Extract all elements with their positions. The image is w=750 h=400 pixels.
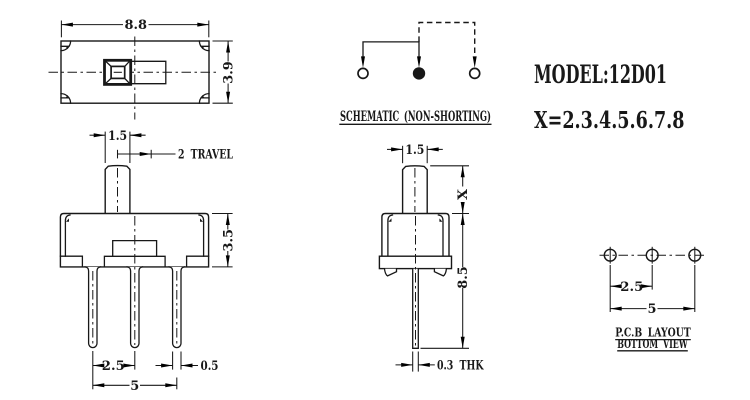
dimension-arrowhead-icon — [129, 133, 142, 138]
side-tab-right — [433, 268, 448, 277]
dim-side-knob-height: X — [430, 165, 471, 215]
front-foot-left — [59, 255, 84, 268]
dim-pcb-span: 5 — [610, 302, 695, 317]
top-view: 8.8 3.9 — [48, 18, 237, 120]
schematic-arrow-right — [472, 56, 477, 68]
dimension-arrowhead-icon — [427, 147, 439, 152]
dimension-arrowhead-icon — [161, 363, 173, 368]
dim-top-width: 8.8 — [60, 18, 210, 38]
dim-front-knob-width-text: 1.5 — [108, 129, 127, 144]
schematic-arrow-left — [361, 56, 365, 68]
dim-front-pin-pitch-text: 2.5 — [102, 359, 125, 374]
dim-side-height: 8.5 — [420, 213, 471, 349]
side-pin — [412, 268, 419, 349]
dim-front-body-height: 3.5 — [212, 212, 236, 268]
schematic-terminal-1 — [357, 67, 369, 80]
schematic-wire-solid — [362, 41, 420, 62]
front-view: 1.5 2 TRAVEL 3.5 2.5 — [59, 129, 236, 394]
dimension-arrowhead-icon — [226, 91, 231, 104]
dim-pcb-pitch: 2.5 — [610, 280, 653, 295]
dim-top-width-text: 8.8 — [125, 18, 148, 33]
schematic-terminal-2-filled — [412, 67, 426, 80]
dimension-arrowhead-icon — [418, 362, 430, 367]
dim-front-pin-pitch: 2.5 — [92, 351, 136, 390]
schematic: SCHEMATIC (NON-SHORTING) — [339, 21, 492, 126]
dimension-arrowhead-icon — [225, 213, 230, 225]
dimension-arrowhead-icon — [460, 213, 465, 225]
dim-top-height-text: 3.9 — [222, 61, 237, 84]
dimension-arrowhead-icon — [460, 202, 465, 214]
dimension-arrowhead-icon — [61, 22, 73, 27]
dim-top-height: 3.9 — [212, 40, 237, 104]
model-number: MODEL:12D01 — [534, 60, 667, 89]
title-block: MODEL:12D01 X=2.3.4.5.6.7.8 — [534, 60, 685, 134]
dimension-arrowhead-icon — [610, 306, 622, 311]
dim-front-travel-text: 2 TRAVEL — [178, 148, 233, 163]
dimension-arrowhead-icon — [139, 152, 152, 156]
schematic-caption: SCHEMATIC (NON-SHORTING) — [340, 109, 491, 125]
schematic-arrow-center — [417, 56, 421, 68]
dim-side-knob-height-text: X — [456, 188, 471, 200]
dimension-arrowhead-icon — [683, 306, 695, 311]
side-view: 1.5 X 8.5 0.3 THK — [378, 143, 484, 374]
dimension-arrowhead-icon — [391, 147, 403, 152]
front-pin-right — [168, 266, 186, 349]
dimension-arrowhead-icon — [401, 362, 413, 367]
dimension-arrowhead-icon — [226, 41, 231, 53]
dimension-arrowhead-icon — [197, 22, 209, 27]
dimension-arrowhead-icon — [92, 383, 105, 388]
dim-front-body-height-text: 3.5 — [221, 229, 236, 252]
dim-side-height-text: 8.5 — [456, 266, 471, 289]
dim-side-pin-thickness-text: 0.3 THK — [437, 359, 484, 374]
dim-pcb-span-text: 5 — [648, 302, 657, 317]
pcb-caption-line1: P.C.B LAYOUT — [615, 326, 691, 340]
dim-front-knob-width: 1.5 — [89, 129, 146, 163]
dimension-arrowhead-icon — [165, 383, 177, 388]
dim-side-knob-width: 1.5 — [387, 143, 443, 164]
dimension-arrowhead-icon — [181, 363, 193, 368]
pcb-caption-line2: BOTTOM VIEW — [617, 337, 688, 351]
front-pin-left — [84, 266, 102, 349]
front-foot-right — [185, 255, 210, 268]
dimension-arrowhead-icon — [225, 255, 230, 267]
side-body — [381, 212, 450, 257]
side-tab-left — [383, 268, 398, 277]
dim-front-pin-width-text: 0.5 — [201, 359, 219, 374]
dim-front-pin-width: 0.5 — [155, 351, 219, 374]
dimension-arrowhead-icon — [460, 336, 465, 349]
schematic-terminal-3 — [468, 67, 481, 80]
dim-pcb-pitch-text: 2.5 — [620, 280, 643, 295]
x-options: X=2.3.4.5.6.7.8 — [534, 107, 685, 134]
pcb-layout: 2.5 5 P.C.B LAYOUT BOTTOM VIEW — [599, 246, 707, 352]
dimension-arrowhead-icon — [123, 363, 135, 368]
dim-side-knob-width-text: 1.5 — [405, 143, 424, 158]
schematic-wire-dashed — [418, 21, 476, 59]
dimension-arrowhead-icon — [460, 165, 465, 178]
slider-slot — [130, 60, 167, 85]
slider-knob-chamfers — [104, 60, 131, 85]
dim-front-travel: 2 TRAVEL — [117, 148, 233, 163]
slider-knob-inner — [110, 65, 126, 80]
dim-front-pin-span: 5 — [92, 377, 178, 394]
dim-front-pin-span-text: 5 — [130, 379, 139, 394]
dim-side-pin-thickness: 0.3 THK — [395, 351, 484, 374]
dimension-arrowhead-icon — [93, 133, 106, 138]
